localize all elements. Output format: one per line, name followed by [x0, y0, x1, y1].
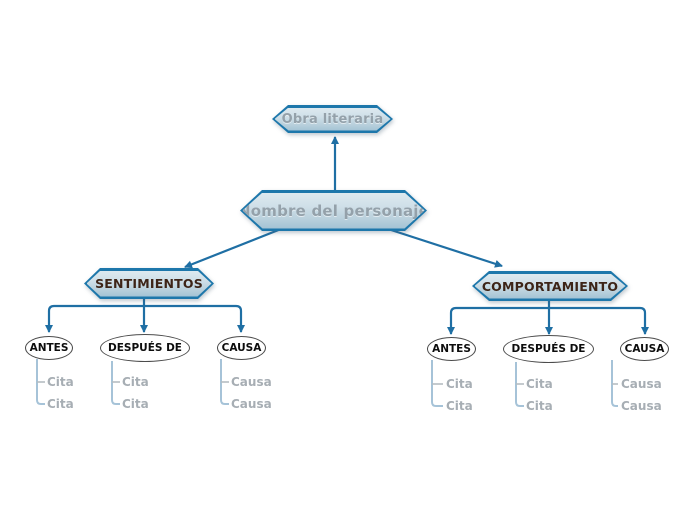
topic-label: SENTIMIENTOS: [95, 276, 203, 291]
hexagon-shape: Obra literaria: [272, 105, 393, 133]
leaf-spine: [515, 362, 524, 407]
topic-comportamiento[interactable]: COMPORTAMIENTO: [472, 271, 628, 301]
leaf-cita[interactable]: Cita: [446, 399, 473, 413]
category-label: CAUSA: [221, 342, 262, 354]
category-left-antes[interactable]: ANTES: [25, 336, 73, 360]
leaf-cita[interactable]: Cita: [526, 399, 553, 413]
leaf-spine: [111, 361, 120, 405]
leaf-spine: [431, 360, 443, 407]
connector-left-antes: [45, 304, 144, 333]
topic-nombre-del-personaje[interactable]: Nombre del personaje: [240, 190, 427, 231]
category-label: ANTES: [432, 343, 471, 355]
hexagon-shape: Nombre del personaje: [240, 190, 427, 231]
connector-right-causa: [549, 306, 649, 335]
category-right-antes[interactable]: ANTES: [427, 337, 476, 361]
leaf-cita[interactable]: Cita: [47, 397, 74, 411]
leaf-causa[interactable]: Causa: [231, 375, 272, 389]
leaf-causa[interactable]: Causa: [231, 397, 272, 411]
leaf-cita[interactable]: Cita: [446, 377, 473, 391]
hexagon-fill: COMPORTAMIENTO: [475, 274, 626, 299]
connector-left-causa: [144, 304, 245, 333]
category-label: ANTES: [29, 342, 69, 354]
hexagon-shape: COMPORTAMIENTO: [472, 271, 628, 301]
leaf-spine: [36, 359, 45, 405]
category-label: CAUSA: [624, 343, 665, 355]
connector-main-to-comportamiento: [387, 227, 503, 268]
leaf-spine: [611, 360, 618, 407]
topic-label: Nombre del personaje: [238, 201, 429, 220]
leaf-cita[interactable]: Cita: [122, 375, 149, 389]
category-label: DESPUÉS DE: [511, 343, 586, 355]
hexagon-fill: Obra literaria: [275, 108, 391, 131]
topic-obra-literaria[interactable]: Obra literaria: [272, 105, 393, 133]
hexagon-shape: SENTIMIENTOS: [84, 268, 214, 299]
hexagon-fill: SENTIMIENTOS: [87, 271, 212, 297]
hexagon-fill: Nombre del personaje: [243, 193, 425, 229]
category-label: DESPUÉS DE: [108, 342, 182, 354]
leaf-causa[interactable]: Causa: [621, 377, 662, 391]
category-right-despues[interactable]: DESPUÉS DE: [503, 335, 594, 363]
leaf-stubs: [37, 381, 618, 385]
topic-label: Obra literaria: [281, 111, 384, 127]
leaf-spines: [36, 359, 618, 407]
category-left-causa[interactable]: CAUSA: [217, 336, 266, 360]
leaf-cita[interactable]: Cita: [526, 377, 553, 391]
leaf-cita[interactable]: Cita: [47, 375, 74, 389]
leaf-spine: [220, 359, 229, 405]
category-left-despues[interactable]: DESPUÉS DE: [100, 334, 190, 362]
connector-main-to-sentimientos: [184, 227, 282, 269]
category-right-causa[interactable]: CAUSA: [620, 337, 669, 361]
topic-sentimientos[interactable]: SENTIMIENTOS: [84, 268, 214, 299]
main-connectors: [45, 136, 649, 335]
leaf-causa[interactable]: Causa: [621, 399, 662, 413]
leaf-cita[interactable]: Cita: [122, 397, 149, 411]
connector-right-antes: [447, 306, 549, 335]
topic-label: COMPORTAMIENTO: [481, 278, 619, 294]
